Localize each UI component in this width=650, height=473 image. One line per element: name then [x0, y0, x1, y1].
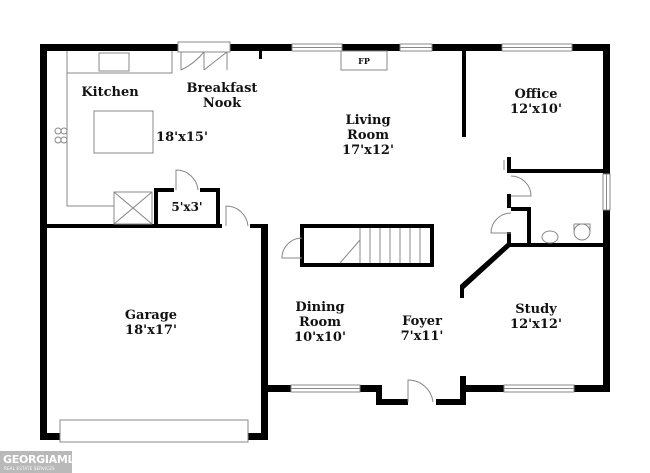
foyer-dim: 7'x11' — [400, 329, 444, 344]
living-line2: Room — [347, 128, 389, 143]
wall-left-upper — [40, 44, 47, 230]
kitchen-island — [93, 110, 154, 154]
wall-bath-top — [511, 207, 531, 211]
wall-entry-bottom-right — [436, 399, 466, 405]
wall-top-left — [40, 44, 178, 51]
wall-top-right — [432, 44, 502, 51]
wall-garage-bottom-right — [248, 433, 268, 440]
dining-dim: 10'x10' — [294, 330, 346, 345]
wall-dining-stub — [261, 258, 268, 268]
logo-tagline: REAL ESTATE SERVICES — [4, 466, 55, 471]
dining-line2: Room — [299, 315, 341, 330]
wall-study-diagonal-stub — [460, 285, 464, 298]
stove-burner — [60, 127, 68, 135]
wall-study-diagonal — [460, 243, 510, 289]
wall-pantry-right — [216, 188, 220, 226]
wall-entry-right — [460, 376, 466, 405]
wall-garage-bottom-left — [40, 433, 60, 440]
wall-office-bottom — [511, 169, 607, 173]
closet-door-office — [510, 175, 532, 197]
wall-pantry-left — [154, 189, 158, 227]
kitchen-dim: 18'x15' — [156, 130, 208, 145]
wall-bottom-study-2 — [574, 385, 610, 392]
fireplace-label: FP — [358, 56, 370, 66]
wall-closet-stub-2 — [507, 232, 511, 247]
garage-entry-door — [225, 205, 249, 227]
logo-brand: GEORGIAMLS — [3, 453, 82, 466]
breakfast-line2: Nook — [202, 96, 242, 111]
foyer-name: Foyer — [402, 314, 442, 329]
wall-top-mid — [230, 44, 292, 51]
fireplace — [340, 50, 388, 71]
stove-burner — [54, 127, 62, 135]
stove-burner — [60, 136, 68, 144]
kitchen-counter — [66, 51, 173, 207]
wall-pantry-top — [154, 188, 174, 192]
georgia-mls-logo: GEORGIAMLS REAL ESTATE SERVICES — [0, 451, 82, 473]
wall-entry-left — [376, 385, 382, 405]
office-name: Office — [514, 87, 558, 102]
walls — [40, 44, 610, 440]
wall-closet-stub — [507, 194, 511, 208]
fridge — [113, 191, 153, 225]
patio-door-swing — [180, 51, 228, 71]
staircase — [339, 228, 421, 264]
breakfast-line1: Breakfast — [186, 81, 258, 96]
kitchen-sink — [98, 52, 130, 72]
bath-sink — [541, 230, 559, 244]
wall-kitchen-stub — [259, 51, 262, 59]
fridge-x — [113, 191, 153, 225]
wall-stair-left — [300, 224, 304, 267]
garage-door — [59, 419, 249, 443]
wall-pantry-top-right — [200, 188, 220, 192]
closet-door — [281, 237, 303, 259]
wall-stair-top — [300, 224, 434, 228]
wall-bottom-study — [462, 385, 504, 392]
fixtures — [54, 41, 611, 443]
toilet — [573, 223, 591, 241]
pantry-door — [175, 169, 199, 191]
living-line1: Living — [345, 113, 391, 128]
garage-name: Garage — [124, 308, 178, 323]
wall-top-center — [342, 44, 400, 51]
study-dim: 12'x12' — [510, 317, 562, 332]
wall-garage-top — [40, 224, 222, 228]
dining-line1: Dining — [295, 300, 345, 315]
wall-top-far-right — [572, 44, 610, 51]
wall-office-stub — [507, 157, 511, 173]
pantry-dim: 5'x3' — [171, 200, 203, 214]
wall-bottom-dining-2 — [360, 385, 380, 392]
front-door — [407, 379, 434, 403]
living-dim: 17'x12' — [342, 143, 394, 158]
wall-bath-left — [527, 207, 531, 247]
wall-bath-bottom — [507, 243, 607, 247]
closet-door-bath — [490, 212, 512, 234]
wall-office-left — [462, 51, 466, 137]
wall-stair-bottom — [300, 263, 434, 267]
kitchen-name: Kitchen — [81, 85, 139, 100]
wall-stair-right — [430, 224, 434, 267]
wall-bottom-dining — [261, 385, 291, 392]
garage-dim: 18'x17' — [125, 323, 177, 338]
wall-left-garage — [40, 224, 47, 440]
study-name: Study — [515, 302, 557, 317]
wall-garage-right — [261, 224, 268, 440]
patio-door — [177, 41, 231, 53]
wall-garage-top-right — [250, 224, 265, 228]
wall-right-lower — [603, 210, 610, 392]
stove-burner — [54, 136, 62, 144]
wall-entry-bottom-left — [376, 399, 408, 405]
wall-right-upper — [603, 44, 610, 174]
office-dim: 12'x10' — [510, 102, 562, 117]
